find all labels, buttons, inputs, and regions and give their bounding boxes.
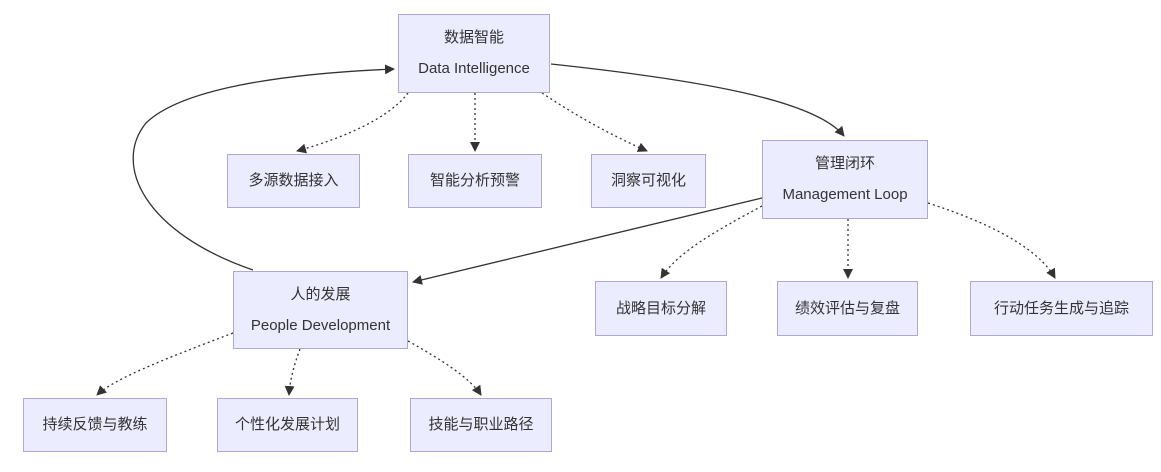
node-people-development-label-en: People Development: [250, 316, 391, 334]
node-skill-career-path-label: 技能与职业路径: [428, 416, 534, 433]
edge-data-intelligence-to-multi-source: [296, 92, 409, 154]
edge-management-loop-to-people-development: [412, 197, 763, 285]
node-performance-review: 绩效评估与复盘: [777, 281, 918, 336]
node-data-intelligence: 数据智能 Data Intelligence: [398, 14, 550, 93]
edge-people-development-to-personal-plan: [284, 348, 301, 396]
edge-people-development-to-data-intelligence: [132, 64, 395, 271]
edge-management-loop-to-strategy-decompose: [660, 205, 763, 279]
node-insight-visualization-label: 洞察可视化: [610, 172, 686, 189]
node-personal-development-plan-label: 个性化发展计划: [234, 416, 340, 433]
node-smart-analysis-alert-label: 智能分析预警: [429, 172, 520, 189]
edge-data-intelligence-to-insight-viz: [541, 92, 648, 152]
node-people-development-label-zh: 人的发展: [290, 285, 351, 303]
node-strategy-goal-decompose: 战略目标分解: [595, 281, 727, 336]
node-skill-career-path: 技能与职业路径: [410, 398, 552, 452]
node-smart-analysis-alert: 智能分析预警: [408, 154, 542, 208]
node-action-task-tracking: 行动任务生成与追踪: [970, 281, 1153, 336]
node-management-loop-label-zh: 管理闭环: [814, 155, 875, 172]
edge-people-development-to-feedback-coaching: [96, 332, 234, 396]
node-strategy-goal-decompose-label: 战略目标分解: [615, 299, 706, 317]
node-management-loop-label-en: Management Loop: [782, 186, 908, 203]
node-insight-visualization: 洞察可视化: [591, 154, 706, 208]
node-management-loop: 管理闭环 Management Loop: [762, 140, 928, 219]
node-performance-review-label: 绩效评估与复盘: [794, 299, 900, 317]
node-data-intelligence-label-en: Data Intelligence: [418, 60, 530, 77]
node-multi-source-data: 多源数据接入: [227, 154, 360, 208]
edge-data-intelligence-to-management-loop: [550, 63, 845, 137]
edge-management-loop-to-action-tracking: [927, 202, 1056, 279]
node-data-intelligence-label-zh: 数据智能: [443, 29, 504, 46]
node-multi-source-data-label: 多源数据接入: [248, 172, 339, 189]
node-people-development: 人的发展 People Development: [233, 271, 408, 349]
node-personal-development-plan: 个性化发展计划: [217, 398, 358, 452]
edge-people-development-to-skill-path: [407, 340, 482, 396]
node-feedback-coaching-label: 持续反馈与教练: [42, 416, 148, 433]
node-feedback-coaching: 持续反馈与教练: [23, 398, 167, 452]
node-action-task-tracking-label: 行动任务生成与追踪: [993, 299, 1129, 317]
